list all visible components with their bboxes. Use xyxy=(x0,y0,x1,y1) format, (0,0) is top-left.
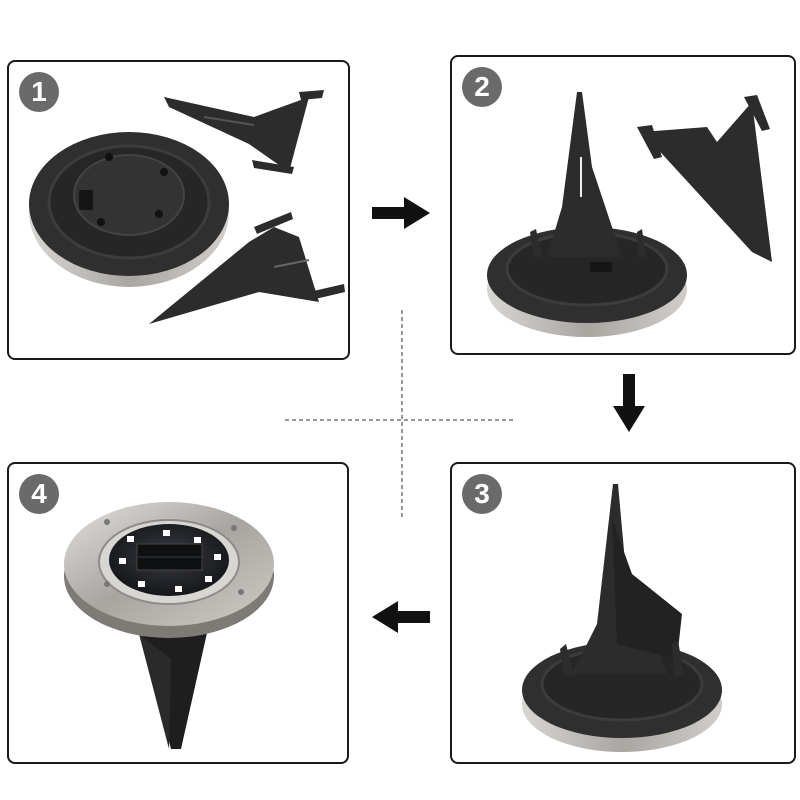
step-1-illustration xyxy=(29,90,345,324)
step-3-panel: 3 xyxy=(450,462,796,764)
step-4-badge: 4 xyxy=(19,474,59,514)
step-2-badge: 2 xyxy=(462,67,502,107)
led-lights xyxy=(119,530,221,592)
spike-half-upper xyxy=(164,90,324,174)
step-4-illustration xyxy=(64,502,274,749)
step-2-illustration xyxy=(487,92,772,337)
step-3-badge: 3 xyxy=(462,474,502,514)
spike-half-lower xyxy=(149,212,345,324)
stainless-steel-light xyxy=(64,502,274,638)
step-2-panel: 2 xyxy=(450,55,796,355)
ground-spike xyxy=(139,624,209,749)
arrow-right xyxy=(372,197,430,229)
step-1-panel: 1 xyxy=(7,60,350,360)
light-base-underside xyxy=(29,132,229,287)
center-dashed-divider xyxy=(285,310,515,520)
step-1-badge: 1 xyxy=(19,72,59,112)
arrow-left xyxy=(372,601,430,633)
light-base xyxy=(522,642,722,752)
inserted-spike-half xyxy=(530,92,646,257)
step-4-panel: 4 xyxy=(7,462,349,764)
step-3-illustration xyxy=(522,484,722,752)
arrow-down xyxy=(613,374,645,432)
assembled-spike xyxy=(560,484,684,676)
loose-spike-half xyxy=(637,95,772,262)
